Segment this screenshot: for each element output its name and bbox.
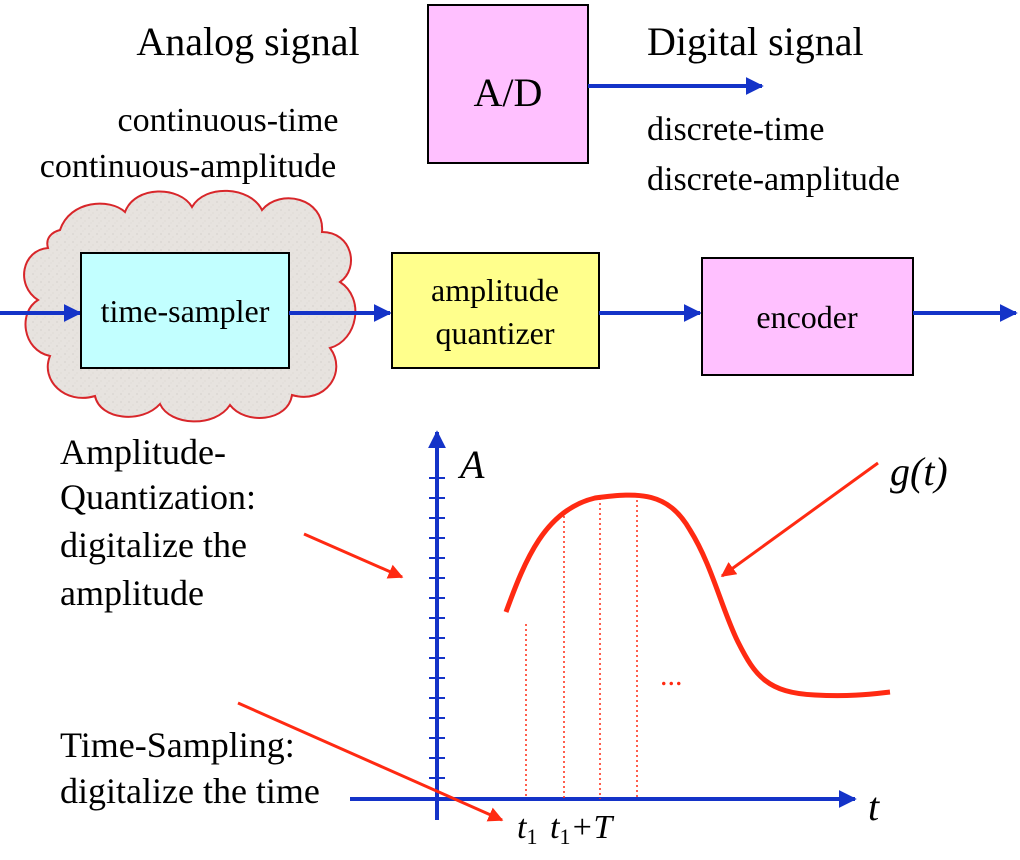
quantizer-label-line1: amplitude [431, 272, 559, 308]
ad-converter-label: A/D [474, 70, 543, 115]
ellipsis-mark: ... [660, 659, 683, 692]
sampling-note-line1: Time-Sampling: [60, 725, 295, 765]
analog-desc-line2: continuous-amplitude [40, 148, 337, 185]
curve-label: g(t) [890, 449, 948, 494]
x-axis-label: t [868, 784, 880, 829]
t1-plus-T-label: t1+T [550, 809, 614, 849]
digital-desc-line1: discrete-time [647, 111, 824, 148]
quantization-note-line4: amplitude [60, 573, 204, 613]
sampling-pointer-arrow [237, 701, 504, 822]
curve-pointer-arrow [720, 461, 879, 578]
digital-signal-label: Digital signal [647, 19, 864, 64]
sampling-note-line2: digitalize the time [60, 771, 320, 811]
ad-converter-box [427, 4, 589, 164]
analog-signal-label: Analog signal [136, 19, 359, 64]
encoder-box [701, 257, 914, 376]
encoder-label: encoder [756, 299, 858, 335]
amplitude-quantizer-box [391, 252, 600, 369]
quantizer-label-line2: quantizer [435, 315, 554, 351]
sample-lines [525, 498, 638, 799]
quantization-note-line3: digitalize the [60, 525, 247, 565]
quantization-pointer-arrow [303, 532, 404, 579]
time-sampler-label: time-sampler [101, 293, 270, 329]
quantization-note-line2: Quantization: [60, 477, 256, 517]
quantization-note-line1: Amplitude- [60, 432, 226, 472]
time-sampler-box [80, 252, 290, 369]
y-axis-label: A [457, 442, 485, 487]
y-axis-ticks [429, 477, 445, 779]
t1-label: t1 [517, 809, 537, 849]
analog-desc-line1: continuous-time [118, 102, 339, 139]
digital-desc-line2: discrete-amplitude [647, 161, 900, 198]
signal-curve [503, 492, 891, 699]
